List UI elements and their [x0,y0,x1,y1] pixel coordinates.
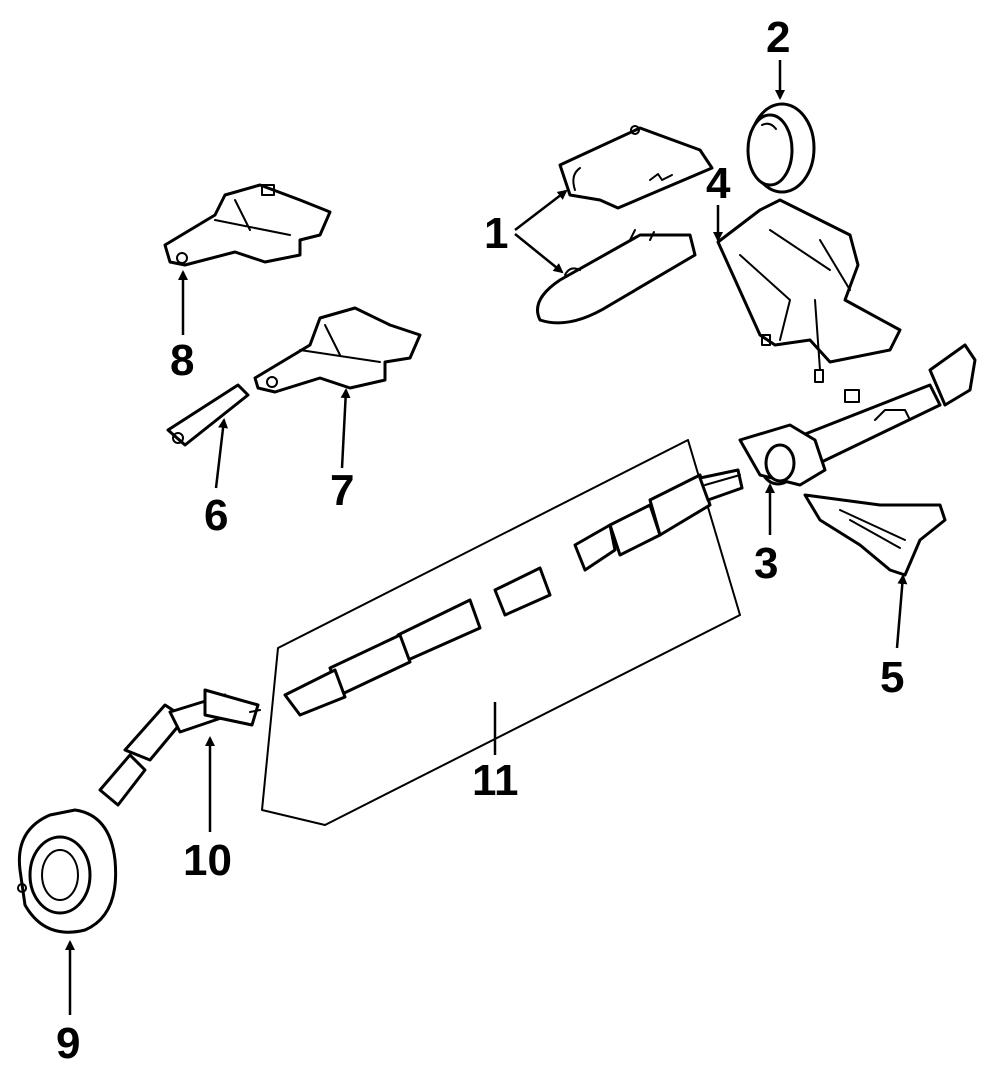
callout-5: 5 [880,653,904,702]
part-11-shaft-upper [573,468,744,572]
callout-1: 1 [484,209,508,258]
callout-4: 4 [706,159,731,208]
part-11-shaft-middle [283,598,482,717]
leader-1b [514,233,564,274]
callouts: 1 2 3 4 5 6 7 8 9 10 11 [56,13,904,1068]
callout-10: 10 [183,836,232,885]
part-10-intermediate-shaft [98,688,261,807]
leader-7 [340,388,351,469]
part-11-coupler [493,566,552,617]
part-8-lock-housing [163,183,332,267]
part-4-support-bracket [716,198,902,383]
leader-lines [65,60,908,1015]
part-7-lock-housing [253,306,422,394]
part-6-rack [166,383,250,447]
leader-5 [895,574,908,649]
callout-11: 11 [472,756,519,805]
callout-6: 6 [204,491,228,540]
part-3-column-jacket [738,343,977,487]
callout-7: 7 [330,466,354,515]
part-1-upper-cover [558,125,714,210]
callout-9: 9 [56,1019,80,1068]
part-5-lower-bracket [803,493,947,577]
leader-1a [514,189,568,231]
part-9-bearing-plate [17,808,118,934]
part-11-shaft-kit-box [261,439,741,826]
part-1-lower-cover [536,229,697,325]
callout-3: 3 [754,539,778,588]
part-2-ring [746,102,816,194]
callout-8: 8 [170,336,194,385]
callout-2: 2 [766,13,790,62]
leader-6 [214,418,229,489]
